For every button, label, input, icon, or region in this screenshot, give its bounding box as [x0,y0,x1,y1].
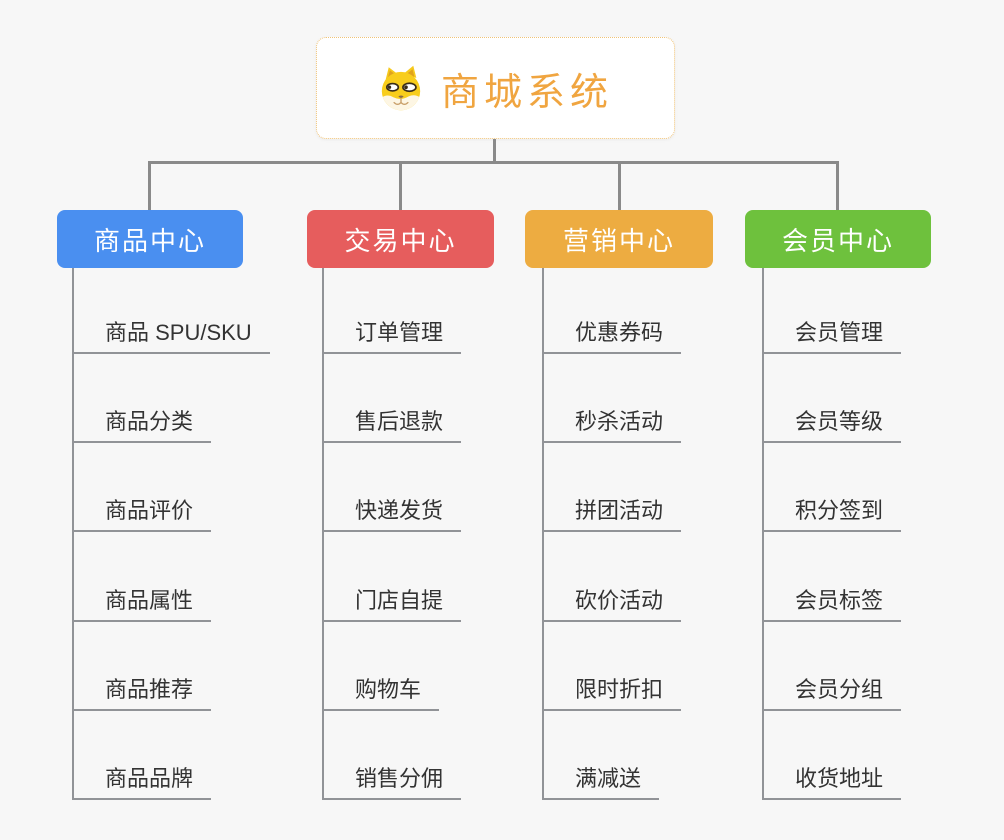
branch-children-trade: 订单管理 售后退款 快递发货 门店自提 购物车 销售分佣 [322,268,462,800]
connector-root-stub [493,139,496,164]
branch-node-trade[interactable]: 交易中心 [307,210,494,268]
topic-item[interactable]: 销售分佣 [322,711,462,800]
branch-node-member[interactable]: 会员中心 [745,210,931,268]
topic-item[interactable]: 收货地址 [762,711,902,800]
topic-item[interactable]: 满减送 [542,711,660,800]
branch-node-product[interactable]: 商品中心 [57,210,243,268]
topic-item[interactable]: 购物车 [322,622,440,711]
branch-trunk-line [542,268,544,800]
topic-item[interactable]: 售后退款 [322,354,462,444]
connector-drop-trade [399,161,402,210]
branch-trunk-line [762,268,764,800]
connector-horizontal [149,161,839,164]
branch-node-marketing[interactable]: 营销中心 [525,210,713,268]
topic-item[interactable]: 商品 SPU/SKU [72,268,270,354]
topic-item[interactable]: 拼团活动 [542,443,682,533]
branch-trunk-line [322,268,324,800]
topic-item[interactable]: 积分签到 [762,443,902,533]
topic-item[interactable]: 秒杀活动 [542,354,682,444]
branch-trunk-line [72,268,74,800]
topic-item[interactable]: 商品品牌 [72,711,212,800]
branch-children-product: 商品 SPU/SKU 商品分类 商品评价 商品属性 商品推荐 商品品牌 [72,268,270,800]
topic-item[interactable]: 商品评价 [72,443,212,533]
root-title: 商城系统 [440,71,613,114]
topic-item[interactable]: 会员标签 [762,532,902,622]
topic-item[interactable]: 订单管理 [322,268,462,354]
topic-item[interactable]: 商品推荐 [72,622,212,711]
topic-item[interactable]: 会员等级 [762,354,902,444]
connector-drop-product [148,161,151,210]
topic-item[interactable]: 会员分组 [762,622,902,711]
topic-item[interactable]: 商品分类 [72,354,212,444]
topic-item[interactable]: 优惠券码 [542,268,682,354]
topic-item[interactable]: 砍价活动 [542,532,682,622]
topic-item[interactable]: 快递发货 [322,443,462,533]
connector-drop-member [836,161,839,210]
topic-item[interactable]: 商品属性 [72,532,212,622]
branch-children-member: 会员管理 会员等级 积分签到 会员标签 会员分组 收货地址 [762,268,902,800]
root-node[interactable]: 商城系统 [316,37,675,139]
topic-item[interactable]: 会员管理 [762,268,902,354]
topic-item[interactable]: 门店自提 [322,532,462,622]
branch-children-marketing: 优惠券码 秒杀活动 拼团活动 砍价活动 限时折扣 满减送 [542,268,682,800]
doge-icon [381,65,421,111]
topic-item[interactable]: 限时折扣 [542,622,682,711]
connector-drop-marketing [618,161,621,210]
